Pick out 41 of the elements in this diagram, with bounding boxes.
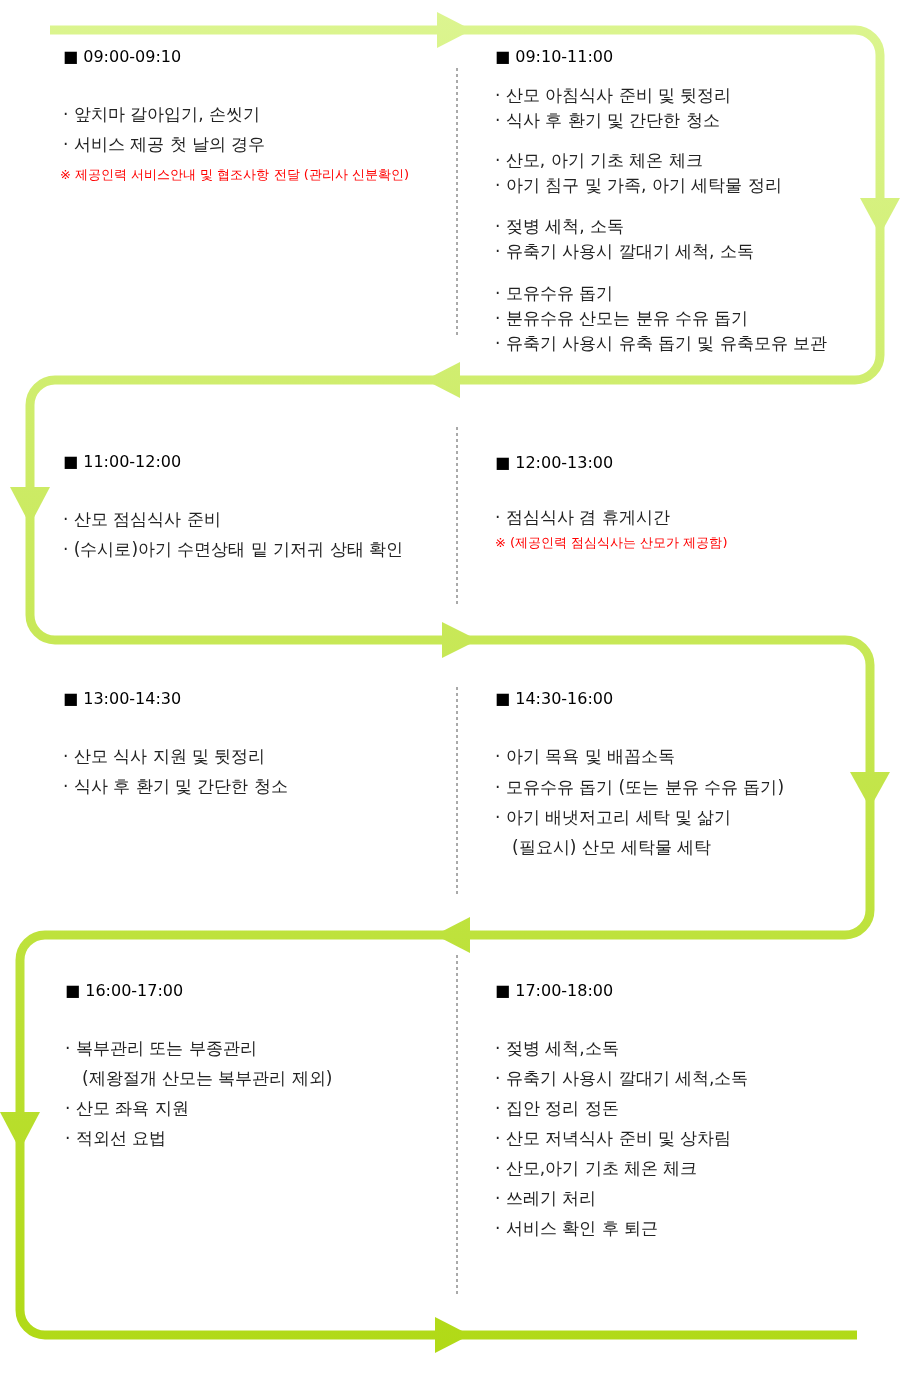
task-item: · 아기 목욕 및 배꼽소독 — [495, 746, 676, 768]
task-item: · 유축기 사용시 유축 돕기 및 유축모유 보관 — [495, 333, 828, 355]
time-heading: ■ 17:00-18:00 — [495, 981, 614, 1001]
task-item: · 산모 아침식사 준비 및 뒷정리 — [495, 85, 732, 107]
note-text: ※ 제공인력 서비스안내 및 협조사항 전달 (관리사 신분확인) — [60, 166, 409, 184]
time-heading: ■ 13:00-14:30 — [63, 689, 182, 709]
task-item: · 젖병 세척,소독 — [495, 1038, 619, 1060]
task-item: · 산모 식사 지원 및 뒷정리 — [63, 746, 266, 768]
time-heading: ■ 12:00-13:00 — [495, 453, 614, 473]
task-item: · 모유수유 돕기 — [495, 283, 614, 305]
time-heading: ■ 16:00-17:00 — [65, 981, 184, 1001]
task-item: · 집안 정리 정돈 — [495, 1098, 619, 1120]
task-item: · 분유수유 산모는 분유 수유 돕기 — [495, 308, 749, 330]
task-item: · 식사 후 환기 및 간단한 청소 — [495, 110, 720, 132]
task-item: · 아기 침구 및 가족, 아기 세탁물 정리 — [495, 175, 782, 197]
task-item: · 아기 배냇저고리 세탁 및 삶기 — [495, 807, 732, 829]
time-heading: ■ 11:00-12:00 — [63, 452, 182, 472]
task-item: · 적외선 요법 — [65, 1128, 167, 1150]
task-item: · 산모 좌욕 지원 — [65, 1098, 189, 1120]
task-item: · 서비스 제공 첫 날의 경우 — [63, 134, 266, 156]
task-item: (필요시) 산모 세탁물 세탁 — [512, 837, 712, 859]
task-item: (제왕절개 산모는 복부관리 제외) — [82, 1068, 333, 1090]
task-item: · 점심식사 겸 휴게시간 — [495, 507, 670, 529]
time-heading: ■ 09:10-11:00 — [495, 47, 614, 67]
task-item: · 산모 저녁식사 준비 및 상차림 — [495, 1128, 732, 1150]
task-item: · 서비스 확인 후 퇴근 — [495, 1218, 659, 1240]
task-item: · 앞치마 갈아입기, 손씻기 — [63, 104, 261, 126]
task-item: · (수시로)아기 수면상태 밑 기저귀 상태 확인 — [63, 539, 404, 561]
task-item: · 모유수유 돕기 (또는 분유 수유 돕기) — [495, 777, 785, 799]
task-item: · 젖병 세척, 소독 — [495, 216, 625, 238]
task-item: · 유축기 사용시 깔대기 세척, 소독 — [495, 241, 754, 263]
task-item: · 복부관리 또는 부종관리 — [65, 1038, 257, 1060]
time-heading: ■ 14:30-16:00 — [495, 689, 614, 709]
task-item: · 식사 후 환기 및 간단한 청소 — [63, 776, 288, 798]
task-item: · 산모 점심식사 준비 — [63, 509, 221, 531]
time-heading: ■ 09:00-09:10 — [63, 47, 182, 67]
note-text: ※ (제공인력 점심식사는 산모가 제공함) — [495, 534, 728, 552]
task-item: · 산모, 아기 기초 체온 체크 — [495, 150, 703, 172]
task-item: · 유축기 사용시 깔대기 세척,소독 — [495, 1068, 749, 1090]
task-item: · 산모,아기 기초 체온 체크 — [495, 1158, 698, 1180]
task-item: · 쓰레기 처리 — [495, 1188, 597, 1210]
